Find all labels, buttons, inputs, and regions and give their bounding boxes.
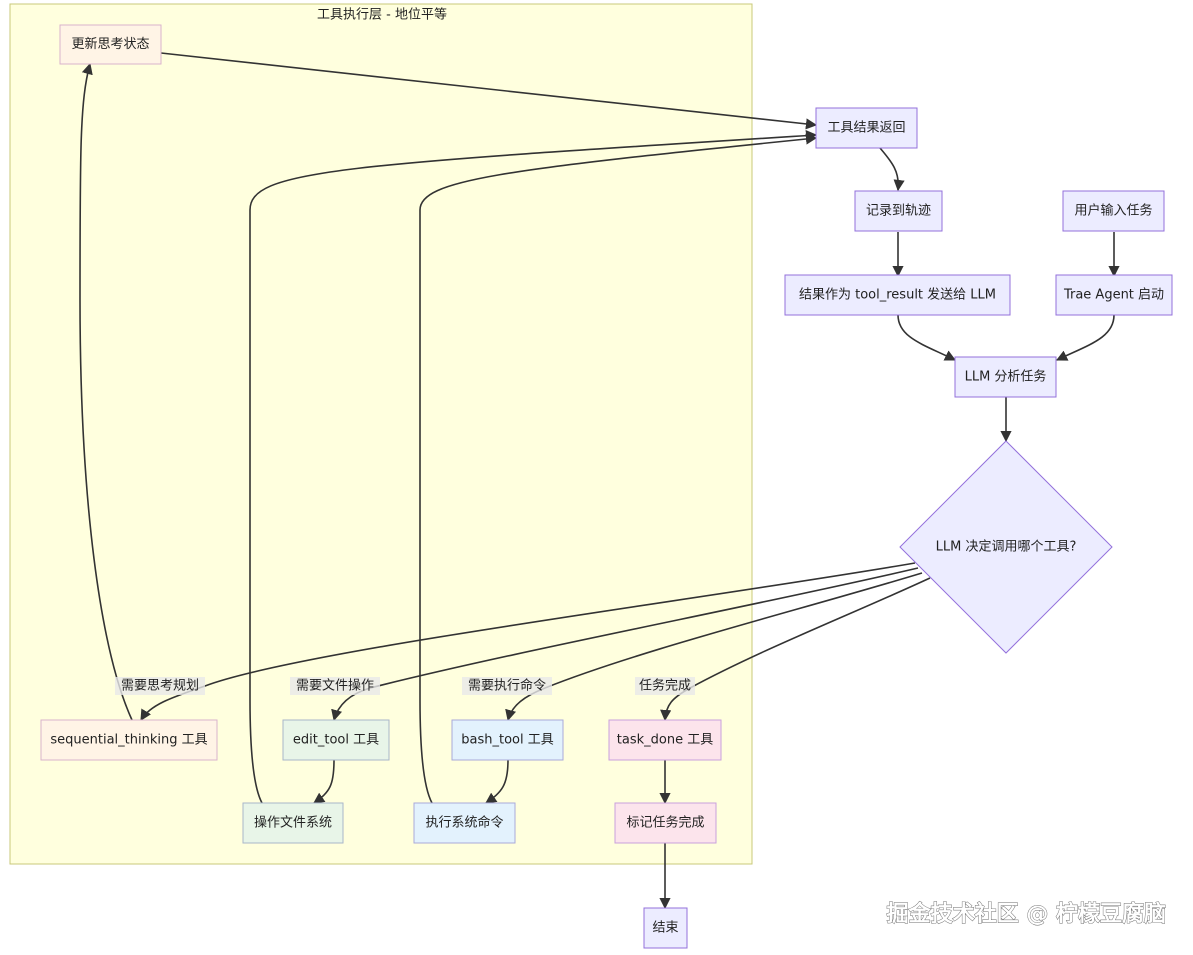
svg-text:sequential_thinking 工具: sequential_thinking 工具: [50, 733, 207, 748]
label-bg-complete: [635, 677, 695, 695]
node-llm-analyze: LLM 分析任务: [954, 356, 1057, 398]
node-update-thinking: 更新思考状态: [59, 24, 162, 65]
svg-text:标记任务完成: 标记任务完成: [626, 815, 704, 831]
svg-text:结束: 结束: [652, 921, 678, 936]
edge-exec-to-result: [419, 133, 818, 804]
label-bg-file: [290, 677, 380, 695]
svg-text:结果作为 tool_result 发送给 LLM: 结果作为 tool_result 发送给 LLM: [799, 287, 996, 303]
node-edit-tool: edit_tool 工具: [282, 719, 390, 761]
edge-labels: 需要思考规划 需要文件操作 需要执行命令 任务完成: [115, 677, 695, 695]
node-tool-result-return: 工具结果返回: [815, 107, 918, 149]
node-user-input: 用户输入任务: [1062, 190, 1165, 232]
svg-text:记录到轨迹: 记录到轨迹: [866, 204, 931, 219]
edge-label-task-complete: 任务完成: [639, 678, 691, 694]
node-trae-start: Trae Agent 启动: [1055, 274, 1173, 316]
edge-send-to-analyze: [897, 314, 957, 361]
edge-bash-to-exec: [485, 759, 509, 804]
edge-thinking-to-update: [79, 62, 133, 721]
edge-decide-to-edit: [331, 567, 919, 722]
node-task-done: task_done 工具: [608, 719, 722, 761]
edge-label-need-file-op: 需要文件操作: [296, 678, 374, 694]
edge-label-need-command: 需要执行命令: [468, 678, 546, 694]
node-bash-tool: bash_tool 工具: [451, 719, 564, 761]
node-mark-done: 标记任务完成: [614, 802, 717, 844]
node-operate-fs: 操作文件系统: [242, 802, 344, 844]
svg-text:执行系统命令: 执行系统命令: [425, 815, 503, 831]
edges: [79, 52, 1120, 910]
svg-text:用户输入任务: 用户输入任务: [1074, 203, 1152, 219]
edge-result-to-record: [879, 147, 905, 192]
edge-label-need-thinking: 需要思考规划: [121, 679, 199, 694]
edge-decide-to-thinking: [140, 562, 916, 721]
node-send-to-llm: 结果作为 tool_result 发送给 LLM: [784, 274, 1011, 316]
svg-text:bash_tool 工具: bash_tool 工具: [461, 733, 553, 748]
nodes: 更新思考状态 工具结果返回 记录到轨迹 用户输入任务 结果作为 tool_res…: [40, 24, 1173, 949]
node-llm-decide: LLM 决定调用哪个工具?: [899, 440, 1113, 654]
svg-text:Trae Agent 启动: Trae Agent 启动: [1063, 288, 1164, 303]
cluster-title: 工具执行层 - 地位平等: [317, 7, 447, 23]
edge-decide-to-bash: [505, 572, 923, 722]
node-exec-cmd: 执行系统命令: [413, 802, 516, 844]
svg-text:edit_tool 工具: edit_tool 工具: [293, 733, 379, 748]
label-bg-command: [462, 677, 552, 695]
label-bg-thinking: [115, 677, 205, 695]
watermark: 掘金技术社区 @ 柠檬豆腐脑: [887, 901, 1166, 927]
edge-trae-to-analyze: [1055, 314, 1115, 361]
edge-decide-to-done: [660, 577, 931, 722]
edge-edit-to-fs: [313, 759, 335, 804]
node-record-trajectory: 记录到轨迹: [854, 190, 943, 232]
svg-text:LLM 决定调用哪个工具?: LLM 决定调用哪个工具?: [936, 540, 1077, 555]
node-end: 结束: [643, 907, 688, 949]
node-sequential-thinking: sequential_thinking 工具: [40, 719, 218, 761]
edge-fs-to-result: [249, 130, 818, 804]
svg-text:操作文件系统: 操作文件系统: [254, 815, 332, 831]
svg-text:LLM 分析任务: LLM 分析任务: [965, 369, 1047, 385]
svg-text:task_done 工具: task_done 工具: [617, 733, 713, 748]
svg-text:工具结果返回: 工具结果返回: [827, 121, 905, 136]
edge-update-to-result: [160, 52, 818, 130]
svg-text:更新思考状态: 更新思考状态: [71, 36, 149, 52]
